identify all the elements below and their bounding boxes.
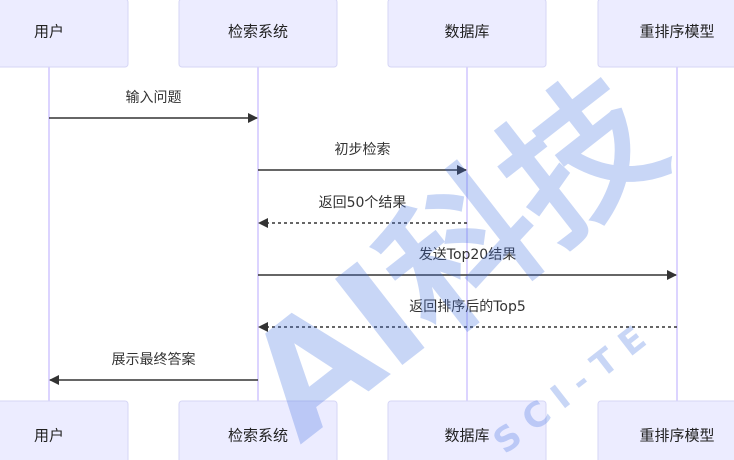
participant-label: 用户 bbox=[34, 427, 64, 445]
message-label: 返回排序后的Top5 bbox=[409, 299, 526, 315]
participant-user-bottom: 用户 bbox=[0, 400, 129, 460]
participant-reranker-bottom: 重排序模型 bbox=[597, 400, 734, 460]
message-label: 展示最终答案 bbox=[112, 351, 196, 368]
participant-box bbox=[0, 0, 129, 68]
participant-db-bottom: 数据库 bbox=[387, 400, 547, 460]
participant-user-top: 用户 bbox=[0, 0, 129, 68]
participant-label: 用户 bbox=[34, 23, 64, 41]
participant-label: 数据库 bbox=[444, 427, 489, 445]
message-2: 初步检索 bbox=[258, 141, 467, 175]
participant-box bbox=[0, 400, 129, 460]
participant-box bbox=[387, 400, 547, 460]
participant-db-top: 数据库 bbox=[387, 0, 547, 68]
participant-label: 重排序模型 bbox=[639, 427, 714, 445]
participant-box bbox=[178, 0, 338, 68]
watermark-text: AI科技 bbox=[215, 46, 694, 460]
message-5: 返回排序后的Top5 bbox=[258, 299, 677, 332]
message-4: 发送Top20结果 bbox=[258, 247, 677, 280]
participant-label: 检索系统 bbox=[228, 427, 288, 445]
message-1: 输入问题 bbox=[49, 90, 258, 123]
message-label: 输入问题 bbox=[126, 90, 182, 106]
participant-box bbox=[387, 0, 547, 68]
message-6: 展示最终答案 bbox=[49, 351, 258, 385]
participant-label: 检索系统 bbox=[228, 23, 288, 41]
participant-reranker-top: 重排序模型 bbox=[597, 0, 734, 68]
watermark: AI科技 S C I - T E bbox=[215, 46, 694, 460]
message-label: 发送Top20结果 bbox=[419, 247, 516, 263]
participant-retrieval-bottom: 检索系统 bbox=[178, 400, 338, 460]
participant-retrieval-top: 检索系统 bbox=[178, 0, 338, 68]
message-label: 初步检索 bbox=[335, 141, 391, 158]
message-3: 返回50个结果 bbox=[258, 195, 467, 228]
participant-box bbox=[178, 400, 338, 460]
participant-box bbox=[597, 0, 734, 68]
participant-label: 重排序模型 bbox=[639, 23, 714, 41]
message-label: 返回50个结果 bbox=[319, 195, 407, 211]
participant-label: 数据库 bbox=[444, 23, 489, 41]
participant-box bbox=[597, 400, 734, 460]
